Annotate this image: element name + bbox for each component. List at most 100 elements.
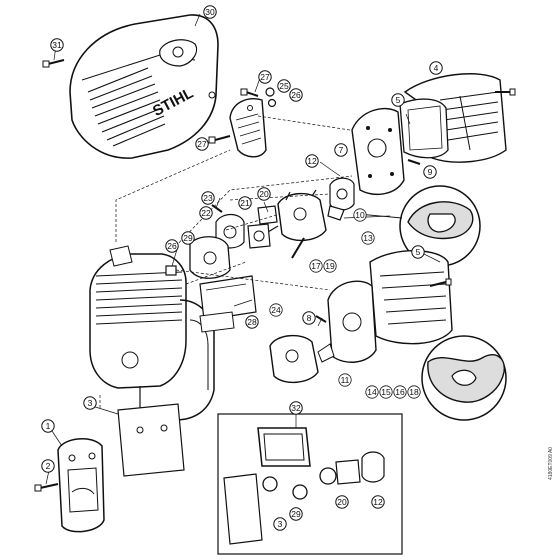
engine-cover-part[interactable]: STIHL xyxy=(69,14,219,159)
air-filter-element-part-5[interactable] xyxy=(399,98,449,159)
callout-c14[interactable]: 14 xyxy=(365,385,379,399)
callout-label: 20 xyxy=(259,189,269,199)
nut-part-26-engine[interactable] xyxy=(165,265,177,276)
screw-part-9[interactable] xyxy=(407,159,421,165)
callout-c3b[interactable]: 3 xyxy=(273,517,287,531)
callout-c29b[interactable]: 29 xyxy=(289,507,303,521)
callout-c11[interactable]: 11 xyxy=(338,373,352,387)
callout-label: 29 xyxy=(183,233,193,243)
callout-bubble xyxy=(289,401,303,415)
callout-c31[interactable]: 31 xyxy=(50,38,64,52)
callout-c12b[interactable]: 12 xyxy=(371,495,385,509)
air-filter-cover-part-4[interactable] xyxy=(403,73,507,163)
screw-part-31[interactable] xyxy=(42,59,65,68)
callout-bubble xyxy=(195,137,209,151)
callout-c20a[interactable]: 20 xyxy=(257,187,271,201)
callout-c30[interactable]: 30 xyxy=(203,5,217,19)
callout-bubble xyxy=(273,517,287,531)
callout-bubble xyxy=(165,239,179,253)
kit-bushing[interactable] xyxy=(292,484,308,500)
mounting-plate-part-24[interactable] xyxy=(199,275,257,321)
spacer-part-21[interactable] xyxy=(247,223,271,249)
screw-part-2[interactable] xyxy=(34,483,59,492)
callout-c3a[interactable]: 3 xyxy=(83,396,97,410)
callout-c22[interactable]: 22 xyxy=(199,206,213,220)
callout-c7[interactable]: 7 xyxy=(334,143,348,157)
callout-bubble xyxy=(365,385,379,399)
callout-bubble xyxy=(371,495,385,509)
callout-c16[interactable]: 16 xyxy=(393,385,407,399)
callout-c26a[interactable]: 26 xyxy=(289,88,303,102)
callout-c26b[interactable]: 26 xyxy=(165,239,179,253)
choke-lever-part-10[interactable] xyxy=(327,205,345,221)
washer-part-26[interactable] xyxy=(267,98,277,108)
muffler-part-1[interactable] xyxy=(57,438,105,533)
callout-label: 20 xyxy=(337,497,347,507)
callout-c32[interactable]: 32 xyxy=(289,401,303,415)
callout-c24[interactable]: 24 xyxy=(269,303,283,317)
callout-bubble xyxy=(379,385,393,399)
callout-c28[interactable]: 28 xyxy=(245,315,259,329)
callout-c12a[interactable]: 12 xyxy=(305,154,319,168)
callout-c25[interactable]: 25 xyxy=(277,79,291,93)
callout-bubble xyxy=(258,70,272,84)
kit-gasket-20[interactable] xyxy=(335,459,361,485)
callout-label: 26 xyxy=(167,241,177,251)
callout-c27a[interactable]: 27 xyxy=(258,70,272,84)
callout-c1[interactable]: 1 xyxy=(41,419,55,433)
gasket-part-3-muffler[interactable] xyxy=(117,403,185,477)
callout-c13[interactable]: 13 xyxy=(361,231,375,245)
carb-flange-part-29[interactable] xyxy=(189,236,231,279)
callout-c5b[interactable]: 5 xyxy=(411,245,425,259)
nut-part-25[interactable] xyxy=(265,87,275,97)
screw-part-5-lower[interactable] xyxy=(429,278,452,287)
callout-bubble xyxy=(393,385,407,399)
air-filter-housing-lower-part[interactable] xyxy=(369,250,453,345)
callout-c10[interactable]: 10 xyxy=(353,208,367,222)
fuel-line-part-17[interactable] xyxy=(291,237,305,259)
gasket-part-20-top[interactable] xyxy=(257,205,278,225)
screw-part-27-bottom[interactable] xyxy=(208,135,231,144)
shroud-bracket-part[interactable] xyxy=(229,98,267,158)
callout-bubble xyxy=(181,231,195,245)
callout-c4[interactable]: 4 xyxy=(429,61,443,75)
kit-gasket-square[interactable] xyxy=(257,427,311,467)
callout-bubble xyxy=(429,61,443,75)
callout-c9[interactable]: 9 xyxy=(423,165,437,179)
callout-c23[interactable]: 23 xyxy=(201,191,215,205)
screw-part-27-top[interactable] xyxy=(240,88,259,97)
callout-c19[interactable]: 19 xyxy=(323,259,337,273)
callout-c21[interactable]: 21 xyxy=(238,196,252,210)
screw-part-23[interactable] xyxy=(211,204,223,213)
kit-gasket-muffler[interactable] xyxy=(223,473,263,545)
engine-block-part[interactable] xyxy=(89,245,215,421)
filter-base-part-7[interactable] xyxy=(351,107,405,196)
screw-part-8[interactable] xyxy=(315,315,327,323)
callout-bubble xyxy=(199,206,213,220)
callout-c15[interactable]: 15 xyxy=(379,385,393,399)
kit-gasket-29[interactable] xyxy=(319,467,337,485)
callout-label: 16 xyxy=(395,387,405,397)
screw-part-4[interactable] xyxy=(495,88,516,96)
filter-base-lower-part[interactable] xyxy=(327,280,377,363)
callout-c20b[interactable]: 20 xyxy=(335,495,349,509)
callout-c18[interactable]: 18 xyxy=(407,385,421,399)
gasket-part-28[interactable] xyxy=(199,311,235,333)
callout-c27b[interactable]: 27 xyxy=(195,137,209,151)
kit-seal[interactable] xyxy=(262,476,278,492)
callout-label: 5 xyxy=(416,247,421,257)
gasket-part-12-top[interactable] xyxy=(329,177,355,211)
callout-c29a[interactable]: 29 xyxy=(181,231,195,245)
callout-label: 13 xyxy=(363,233,373,243)
callout-c5a[interactable]: 5 xyxy=(391,93,405,107)
kit-gasket-12[interactable] xyxy=(361,451,385,483)
callout-c2[interactable]: 2 xyxy=(41,459,55,473)
callout-c8[interactable]: 8 xyxy=(302,311,316,325)
callout-label: 29 xyxy=(291,509,301,519)
callout-label: 21 xyxy=(240,198,250,208)
gasket-kit-box xyxy=(217,413,403,555)
callout-label: 19 xyxy=(325,261,335,271)
carburetor-lower-part[interactable] xyxy=(269,335,335,383)
callout-c17[interactable]: 17 xyxy=(309,259,323,273)
callout-label: 18 xyxy=(409,387,419,397)
